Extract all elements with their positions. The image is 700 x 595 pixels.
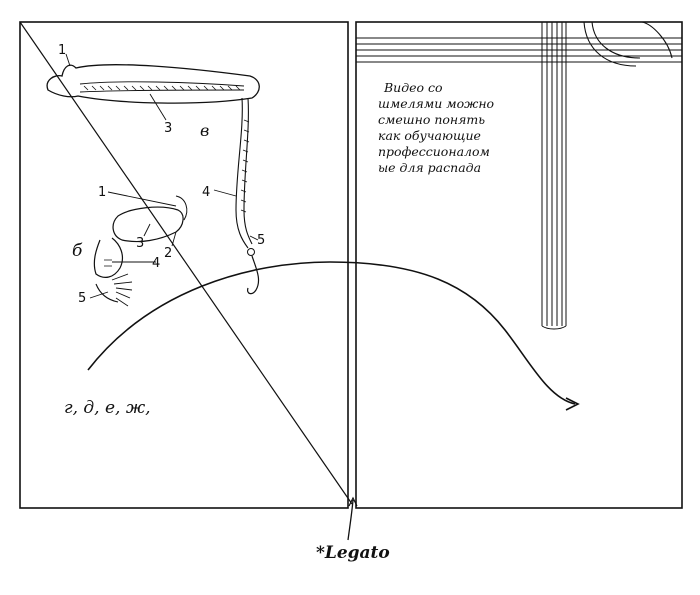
callout-number: 4 — [152, 256, 160, 271]
handwritten-note: Видео со шмелями можно смешно понять как… — [378, 80, 494, 175]
pointer-arrowhead-icon — [348, 496, 358, 507]
callout-number: 3 — [164, 121, 172, 136]
arrowhead-icon — [565, 397, 580, 411]
specimen-elongated — [46, 64, 260, 295]
figure-letter-b: б — [72, 241, 83, 261]
figure-letter-v: в — [200, 121, 209, 140]
callout-number: 4 — [202, 185, 210, 200]
callout-number: 1 — [98, 185, 106, 200]
tempo-marking: *Legato — [316, 543, 390, 563]
left-panel-frame — [19, 21, 349, 509]
callout-number: 3 — [136, 236, 144, 251]
sequence-text: г, д, е, ж, — [64, 398, 151, 418]
arc-arrow-path — [87, 261, 576, 405]
note-line: как обучающие — [378, 128, 481, 143]
corner-arcs — [583, 21, 673, 67]
callout-number: 1 — [58, 43, 66, 58]
pointer-arrow-icon — [347, 499, 354, 541]
diagonal-line — [19, 21, 353, 505]
callout-number: 2 — [164, 246, 172, 261]
note-line: шмелями можно — [378, 96, 494, 111]
note-line: профессионалом — [378, 144, 490, 159]
note-line: смешно понять — [378, 112, 485, 127]
specimen-side-view — [93, 195, 188, 307]
right-panel-frame — [355, 21, 683, 509]
note-line: Видео со — [383, 80, 443, 95]
staff-lines — [356, 37, 682, 63]
callout-number: 5 — [78, 291, 86, 306]
note-line: ые для распада — [378, 160, 481, 175]
callout-number: 5 — [257, 233, 265, 248]
vertical-bundle — [541, 22, 567, 330]
